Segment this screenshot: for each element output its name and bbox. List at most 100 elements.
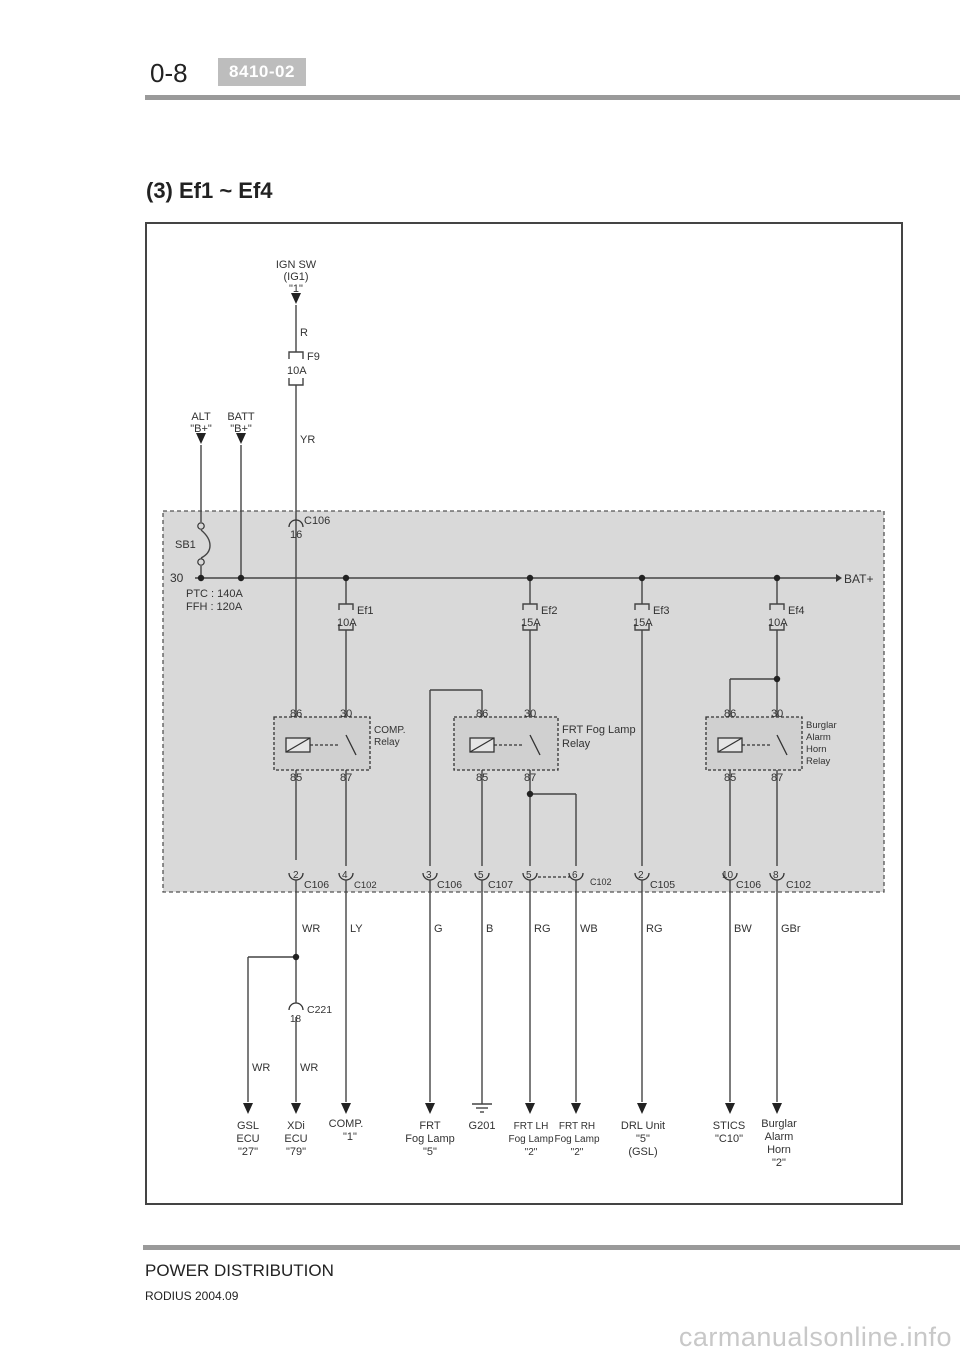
wire-color-1: WR xyxy=(302,923,320,935)
relay3-label-2: Alarm xyxy=(806,732,831,743)
relay1-label-1: COMP. xyxy=(374,725,406,736)
bus-name-bat: BAT+ xyxy=(844,572,873,586)
dest-frt-rh-2: Fog Lamp xyxy=(554,1134,599,1145)
ptc-rating: PTC : 140A xyxy=(186,588,244,600)
horn-arrow-icon xyxy=(772,1103,782,1114)
conn6-name: C102 xyxy=(590,877,612,887)
stics-arrow-icon xyxy=(725,1103,735,1114)
dest-frt-fog-2: Fog Lamp xyxy=(405,1133,455,1145)
relay1-pin85: 85 xyxy=(290,772,302,784)
dest-drl-2: "5" xyxy=(636,1133,650,1145)
lower-wire-right: WR xyxy=(300,1062,318,1074)
relay3-label-3: Horn xyxy=(806,744,827,755)
alt-label-2: "B+" xyxy=(190,423,212,435)
xdi-arrow-icon xyxy=(291,1103,301,1114)
wire-color-3: G xyxy=(434,923,443,935)
conn9-name: C102 xyxy=(786,879,811,891)
c106-top-name: C106 xyxy=(304,515,330,527)
conn8-pin: 10 xyxy=(722,870,734,881)
ign-sw-label-1: IGN SW xyxy=(276,259,317,271)
ign-sw-label-2: (IG1) xyxy=(283,271,308,283)
sb1-label: SB1 xyxy=(175,539,196,551)
relay2-pin87: 87 xyxy=(524,772,536,784)
fuse-f9-rating: 10A xyxy=(287,365,307,377)
dest-comp-2: "1" xyxy=(343,1131,357,1143)
wire-color-7: RG xyxy=(646,923,663,935)
dest-frt-fog-3: "5" xyxy=(423,1146,437,1158)
conn4-name: C107 xyxy=(488,879,513,891)
lower-wire-left: WR xyxy=(252,1062,270,1074)
frt-rh-arrow-icon xyxy=(571,1103,581,1114)
wire-color-8: BW xyxy=(734,923,752,935)
section-code-badge: 8410-02 xyxy=(218,58,306,86)
footer-subtitle: RODIUS 2004.09 xyxy=(145,1289,239,1303)
bus-terminal-30: 30 xyxy=(170,571,184,585)
gsl-arrow-icon xyxy=(243,1103,253,1114)
conn7-pin: 2 xyxy=(638,870,644,881)
wire-color-2: LY xyxy=(350,923,363,935)
ffh-rating: FFH : 120A xyxy=(186,601,243,613)
dest-frt-lh-1: FRT LH xyxy=(514,1121,549,1132)
wire-yr-label: YR xyxy=(300,434,315,446)
dest-frt-fog-1: FRT xyxy=(419,1120,440,1132)
wire-color-9: GBr xyxy=(781,923,801,935)
relay3-pin87: 87 xyxy=(771,772,783,784)
conn9-pin: 8 xyxy=(773,870,779,881)
relay1-label-2: Relay xyxy=(374,737,400,748)
wire-color-5: RG xyxy=(534,923,551,935)
page-number: 0-8 xyxy=(150,58,188,88)
fuse-f9-name: F9 xyxy=(307,351,320,363)
fuse-ef4-rating: 10A xyxy=(768,617,788,629)
dest-frt-lh-2: Fog Lamp xyxy=(508,1134,553,1145)
footer-title: POWER DISTRIBUTION xyxy=(145,1261,334,1280)
footer-rule xyxy=(143,1245,960,1250)
fuse-ef1-name: Ef1 xyxy=(357,605,374,617)
header-rule xyxy=(145,95,960,100)
fuse-ef3-name: Ef3 xyxy=(653,605,670,617)
conn6-pin: 6 xyxy=(572,870,578,881)
conn4-pin: 5 xyxy=(478,870,484,881)
batt-label-2: "B+" xyxy=(230,423,252,435)
fuse-ef2-name: Ef2 xyxy=(541,605,558,617)
comp-arrow-icon xyxy=(341,1103,351,1114)
relay1-pin30: 30 xyxy=(340,708,352,720)
relay3-label-4: Relay xyxy=(806,756,831,767)
frt-lh-arrow-icon xyxy=(525,1103,535,1114)
dest-frt-rh-1: FRT RH xyxy=(559,1121,595,1132)
watermark: carmanualsonline.info xyxy=(678,1322,952,1352)
dest-gsl-2: ECU xyxy=(236,1133,259,1145)
conn5-pin: 5 xyxy=(526,870,532,881)
conn3-pin: 3 xyxy=(426,870,432,881)
dest-drl-3: (GSL) xyxy=(628,1146,657,1158)
dest-frt-lh-3: "2" xyxy=(525,1147,538,1158)
dest-stics-1: STICS xyxy=(713,1120,745,1132)
conn8-name: C106 xyxy=(736,879,761,891)
dest-gsl-3: "27" xyxy=(238,1146,258,1158)
fuse-ef1-rating: 10A xyxy=(337,617,357,629)
dest-frt-rh-3: "2" xyxy=(571,1147,584,1158)
relay3-pin85: 85 xyxy=(724,772,736,784)
conn2-pin: 4 xyxy=(342,870,348,881)
c106-top-pin: 16 xyxy=(290,529,302,541)
c221-name: C221 xyxy=(307,1004,332,1016)
relay2-pin30: 30 xyxy=(524,708,536,720)
alt-label-1: ALT xyxy=(191,411,211,423)
dest-drl-1: DRL Unit xyxy=(621,1120,665,1132)
dest-horn-3: Horn xyxy=(767,1144,791,1156)
section-title: (3) Ef1 ~ Ef4 xyxy=(146,178,273,203)
wire-r-label: R xyxy=(300,327,308,339)
relay2-pin86: 86 xyxy=(476,708,488,720)
relay2-label-2: Relay xyxy=(562,738,591,750)
relay3-label-1: Burglar xyxy=(806,720,837,731)
relay2-label-1: FRT Fog Lamp xyxy=(562,724,636,736)
ground-g201-label: G201 xyxy=(469,1120,496,1132)
relay3-pin86: 86 xyxy=(724,708,736,720)
ign-sw-arrow-icon xyxy=(291,293,301,304)
conn2-name: C102 xyxy=(354,880,377,891)
dest-xdi-2: ECU xyxy=(284,1133,307,1145)
relay3-pin30: 30 xyxy=(771,708,783,720)
dest-horn-1: Burglar xyxy=(761,1118,797,1130)
relay1-pin87: 87 xyxy=(340,772,352,784)
frt-fog-arrow-icon xyxy=(425,1103,435,1114)
